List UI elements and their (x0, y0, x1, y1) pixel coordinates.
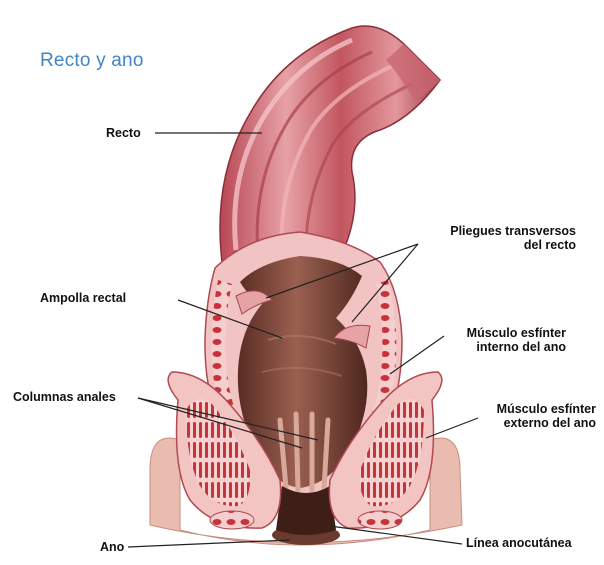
label-musculo-esfinter-externo: Músculo esfínter externo del ano (470, 402, 596, 430)
label-pliegues-transversos: Pliegues transversos del recto (410, 224, 576, 252)
label-columnas-anales: Columnas anales (13, 390, 116, 404)
label-recto: Recto (106, 126, 141, 140)
label-musculo-interno-line2: interno del ano (440, 340, 566, 354)
label-ano: Ano (100, 540, 124, 554)
label-musculo-externo-line2: externo del ano (470, 416, 596, 430)
label-musculo-externo-line1: Músculo esfínter (470, 402, 596, 416)
diagram-title: Recto y ano (40, 50, 144, 72)
label-linea-anocutanea: Línea anocutánea (466, 536, 572, 550)
label-pliegues-line2: del recto (410, 238, 576, 252)
label-musculo-interno-line1: Músculo esfínter (440, 326, 566, 340)
anal-canal (276, 486, 336, 535)
label-pliegues-line1: Pliegues transversos (410, 224, 576, 238)
label-ampolla-rectal: Ampolla rectal (40, 291, 126, 305)
label-musculo-esfinter-interno: Músculo esfínter interno del ano (440, 326, 566, 354)
